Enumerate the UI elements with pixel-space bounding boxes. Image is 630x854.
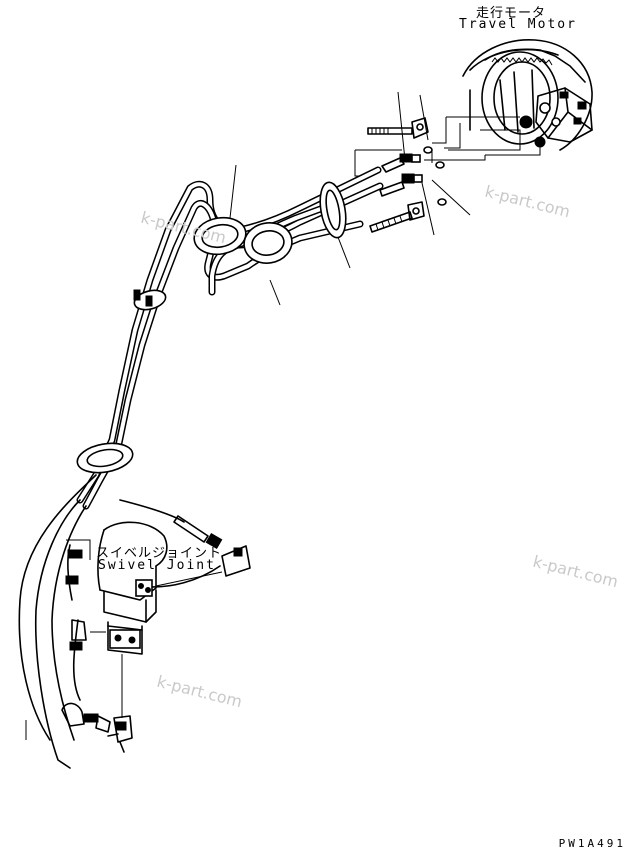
travel-motor-label-en: Travel Motor [459, 17, 577, 32]
pipe-clamps [76, 181, 347, 474]
hose-fittings [61, 515, 251, 733]
swivel-joint [90, 521, 223, 753]
drawing-code: PW1A491 [558, 837, 626, 850]
travel-motor-label-jp: 走行モータ [476, 6, 547, 21]
travel-motor [462, 39, 593, 151]
swivel-joint-label-en: Swivel Joint [98, 558, 216, 573]
motor-fittings [367, 117, 447, 233]
swivel-joint-label-jp: スイベルジョイント [96, 546, 223, 561]
hoses [18, 474, 221, 769]
